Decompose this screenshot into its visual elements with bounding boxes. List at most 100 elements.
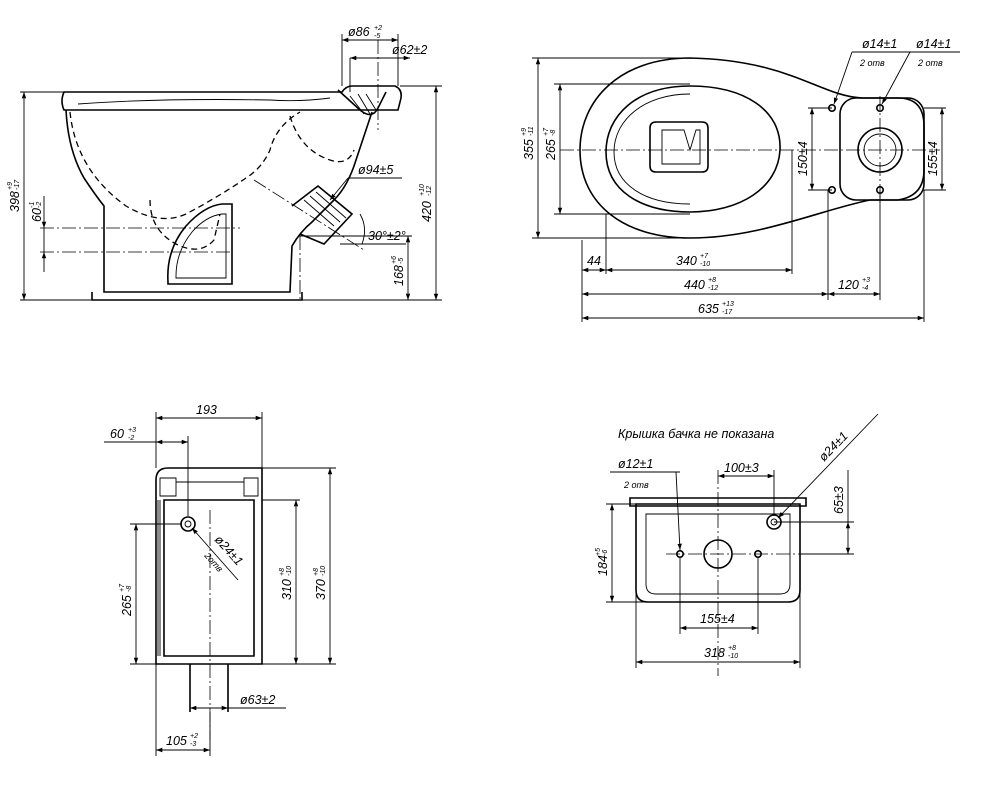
dim-d14-left-label: ø14±1 bbox=[862, 37, 897, 51]
dim-d94-leader bbox=[329, 177, 349, 201]
trap-window-inner bbox=[175, 213, 227, 279]
dim-h265-tol-dn: -8 bbox=[550, 130, 557, 136]
dim-w635-label: 635 bbox=[698, 302, 719, 316]
dim-w44-label: 44 bbox=[587, 254, 601, 268]
dim-h184-label: 184 bbox=[596, 555, 610, 576]
tank-front-inner bbox=[645, 513, 791, 595]
dim-w60-tol-up: +3 bbox=[128, 427, 136, 434]
dim-h65-label: 65±3 bbox=[832, 486, 846, 514]
dim-d86-label: ø86 bbox=[348, 25, 370, 39]
dim-d94-label: ø94±5 bbox=[358, 163, 393, 177]
siphon-inner bbox=[69, 111, 301, 220]
dim-w318-tol-up: +8 bbox=[728, 645, 736, 652]
dim-w155-label: 155±4 bbox=[700, 612, 735, 626]
dim-w100-label: 100±3 bbox=[724, 461, 759, 475]
bowl-base bbox=[91, 292, 303, 301]
dim-h398-tol-up: +9 bbox=[7, 182, 14, 190]
dim-d24-label: ø24±1 bbox=[816, 429, 851, 464]
dim-h265-tol-up: +7 bbox=[543, 127, 550, 136]
toilet-side-view: ø86 +2 -5 ø62±2 ø94±5 30°±2° 398 +9 -17 … bbox=[7, 25, 442, 301]
bowl-top-outline bbox=[579, 57, 925, 239]
dim-h398-label: 398 bbox=[8, 191, 22, 212]
dim-h150-label: 150±4 bbox=[796, 141, 810, 176]
dim-d86-tol-dn: -5 bbox=[374, 33, 380, 40]
bowl-rim bbox=[61, 85, 402, 111]
outlet-spigot-ribs bbox=[303, 191, 347, 227]
dim-w340-tol-dn: -10 bbox=[700, 261, 710, 268]
dim-h370-tol-up: +8 bbox=[313, 568, 320, 576]
dim-h265-tol-up: +7 bbox=[119, 583, 126, 592]
dim-d62-label: ø62±2 bbox=[392, 43, 427, 57]
trap-path bbox=[149, 199, 221, 250]
dim-h420-tol-up: +10 bbox=[419, 184, 426, 196]
dim-w318-tol-dn: -10 bbox=[728, 653, 738, 660]
tank-seat bbox=[839, 97, 925, 201]
dim-d12-note: 2 отв bbox=[623, 480, 649, 490]
dim-h265-label: 265 bbox=[120, 595, 134, 617]
dim-h168-label: 168 bbox=[392, 265, 406, 286]
dim-w120-tol-up: +3 bbox=[862, 277, 870, 284]
dim-d14-left-note: 2 отв bbox=[859, 58, 885, 68]
tank-side-lid-ledge bbox=[159, 477, 259, 497]
dim-d14-right-leader bbox=[881, 51, 911, 105]
dim-w440-tol-dn: -12 bbox=[708, 285, 718, 292]
dim-w635-tol-up: +13 bbox=[722, 301, 734, 308]
dim-h60-tol-dn: -2 bbox=[36, 202, 43, 208]
dim-d12-label: ø12±1 bbox=[618, 457, 653, 471]
bowl-top-inner bbox=[605, 85, 781, 213]
dim-w318-label: 318 bbox=[704, 646, 725, 660]
outlet-opening-inner bbox=[661, 129, 701, 165]
dim-h168-tol-up: +6 bbox=[391, 256, 398, 264]
dim-d24-leader bbox=[777, 413, 879, 519]
dim-w340-label: 340 bbox=[676, 254, 697, 268]
dim-w120-tol-dn: -4 bbox=[862, 285, 868, 292]
bowl-outer bbox=[65, 109, 373, 293]
dim-h398-tol-dn: -17 bbox=[14, 179, 21, 190]
dim-w120-label: 120 bbox=[838, 278, 859, 292]
dim-d63-label: ø63±2 bbox=[240, 693, 275, 707]
dim-h265-label: 265 bbox=[544, 139, 558, 161]
tank-side-outline bbox=[155, 467, 263, 665]
dim-w440-label: 440 bbox=[684, 278, 705, 292]
dim-d12-leader bbox=[675, 471, 682, 551]
dim-h355-label: 355 bbox=[522, 139, 536, 160]
dim-w440-tol-up: +8 bbox=[708, 277, 716, 284]
dim-h168-tol-dn: -5 bbox=[398, 258, 405, 264]
dim-h155-label: 155±4 bbox=[926, 141, 940, 176]
bowl-top-rim-inner bbox=[613, 93, 691, 205]
dim-w60-label: 60 bbox=[110, 427, 124, 441]
dim-h310-label: 310 bbox=[280, 579, 294, 600]
dim-w340-tol-up: +7 bbox=[700, 253, 709, 260]
dim-w105-tol-dn: -3 bbox=[190, 741, 196, 748]
siphon-outer bbox=[289, 115, 355, 163]
dim-angle-arc bbox=[359, 213, 365, 245]
dim-h184-tol-dn: -6 bbox=[602, 550, 609, 556]
dim-h355-tol-dn: -11 bbox=[528, 126, 535, 136]
tank-side-view: 193 60 +3 -2 ø24±1 2отв 265 +7 -8 310 +8… bbox=[104, 403, 336, 756]
dim-h60-tol-up: -1 bbox=[29, 202, 36, 208]
dim-h310-tol-up: +8 bbox=[279, 568, 286, 576]
dim-d86-tol-up: +2 bbox=[374, 25, 382, 32]
tank-front-lid bbox=[629, 497, 807, 507]
tank-front-view: Крышка бачка не показана ø12±1 2 отв 100… bbox=[595, 413, 879, 676]
dim-h265-tol-dn: -8 bbox=[126, 586, 133, 592]
dim-d14-right-label: ø14±1 bbox=[916, 37, 951, 51]
tank-side-outlet bbox=[189, 664, 229, 712]
dim-h310-tol-dn: -10 bbox=[286, 566, 293, 576]
dim-w105-tol-up: +2 bbox=[190, 733, 198, 740]
dim-h355-tol-up: +9 bbox=[521, 128, 528, 136]
tank-front-caption: Крышка бачка не показана bbox=[618, 427, 774, 441]
tank-side-inner bbox=[163, 499, 255, 657]
dim-h370-label: 370 bbox=[314, 579, 328, 600]
bowl-inner-rim bbox=[77, 97, 331, 105]
outlet-centerline bbox=[253, 179, 365, 251]
tank-side-hole-inner bbox=[184, 520, 192, 528]
dim-w635-tol-dn: -17 bbox=[722, 309, 733, 316]
outlet-opening bbox=[649, 121, 709, 173]
dim-h60-label: 60 bbox=[30, 208, 44, 222]
dim-d24-leader bbox=[191, 527, 239, 581]
dim-h420-label: 420 bbox=[420, 201, 434, 222]
dim-w193-label: 193 bbox=[196, 403, 217, 417]
dim-h370-tol-dn: -10 bbox=[320, 566, 327, 576]
